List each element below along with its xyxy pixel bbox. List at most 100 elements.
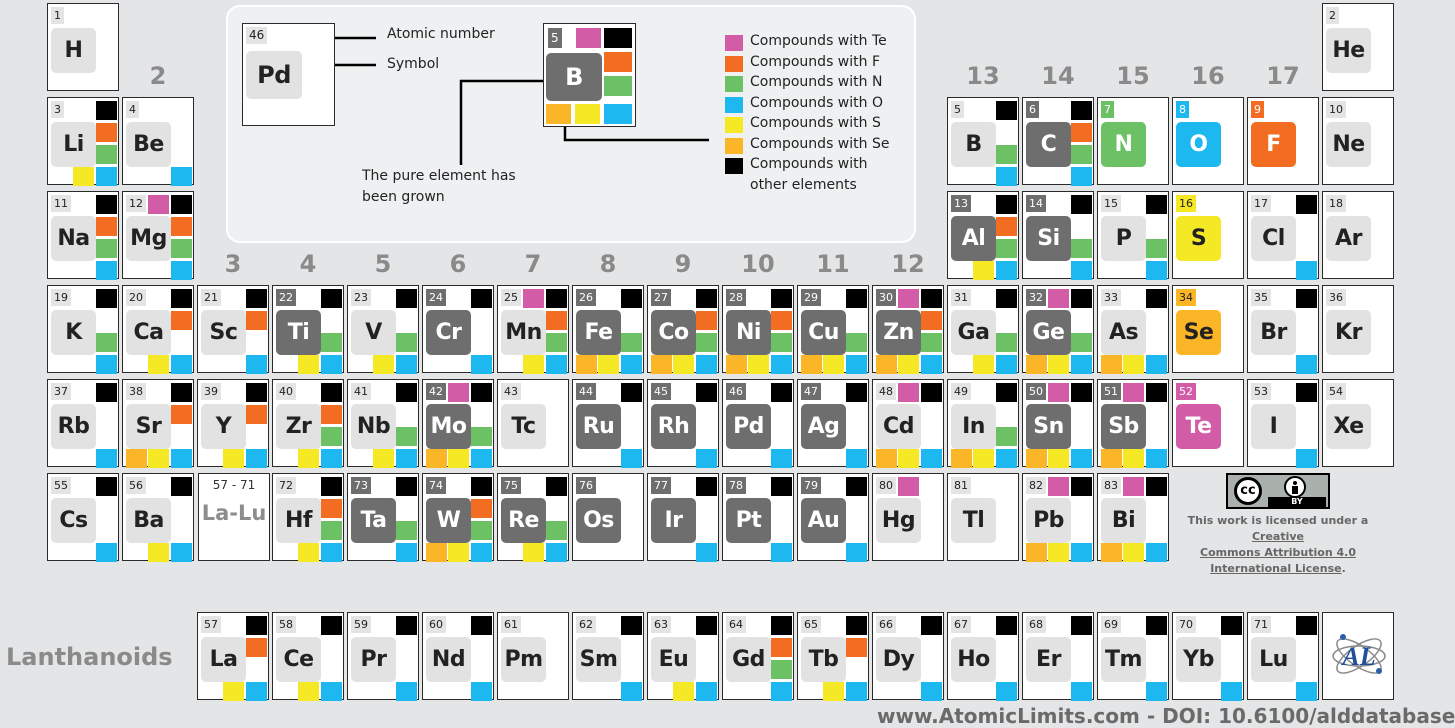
compound-marker-o xyxy=(96,167,117,186)
compound-marker-o xyxy=(621,355,642,374)
atomic-limits-logo: AL xyxy=(1322,612,1394,700)
compound-marker-s xyxy=(973,355,994,374)
compound-marker-other xyxy=(1296,195,1317,214)
group-number: 15 xyxy=(1116,62,1150,90)
license-link-international[interactable]: International License xyxy=(1210,562,1342,575)
compound-marker-o xyxy=(96,261,117,280)
element-symbol: B xyxy=(951,122,996,167)
element-symbol: Ca xyxy=(126,310,171,355)
compound-marker-o xyxy=(1146,682,1167,701)
compound-marker-f xyxy=(996,217,1017,236)
element-symbol: Ta xyxy=(351,498,396,543)
license-link-creative[interactable]: Creative xyxy=(1251,530,1305,543)
compound-marker-o xyxy=(471,355,492,374)
license-link-commons[interactable]: Commons Attribution 4.0 xyxy=(1200,546,1356,559)
cc-by-badge[interactable]: cc BY xyxy=(1226,473,1330,509)
